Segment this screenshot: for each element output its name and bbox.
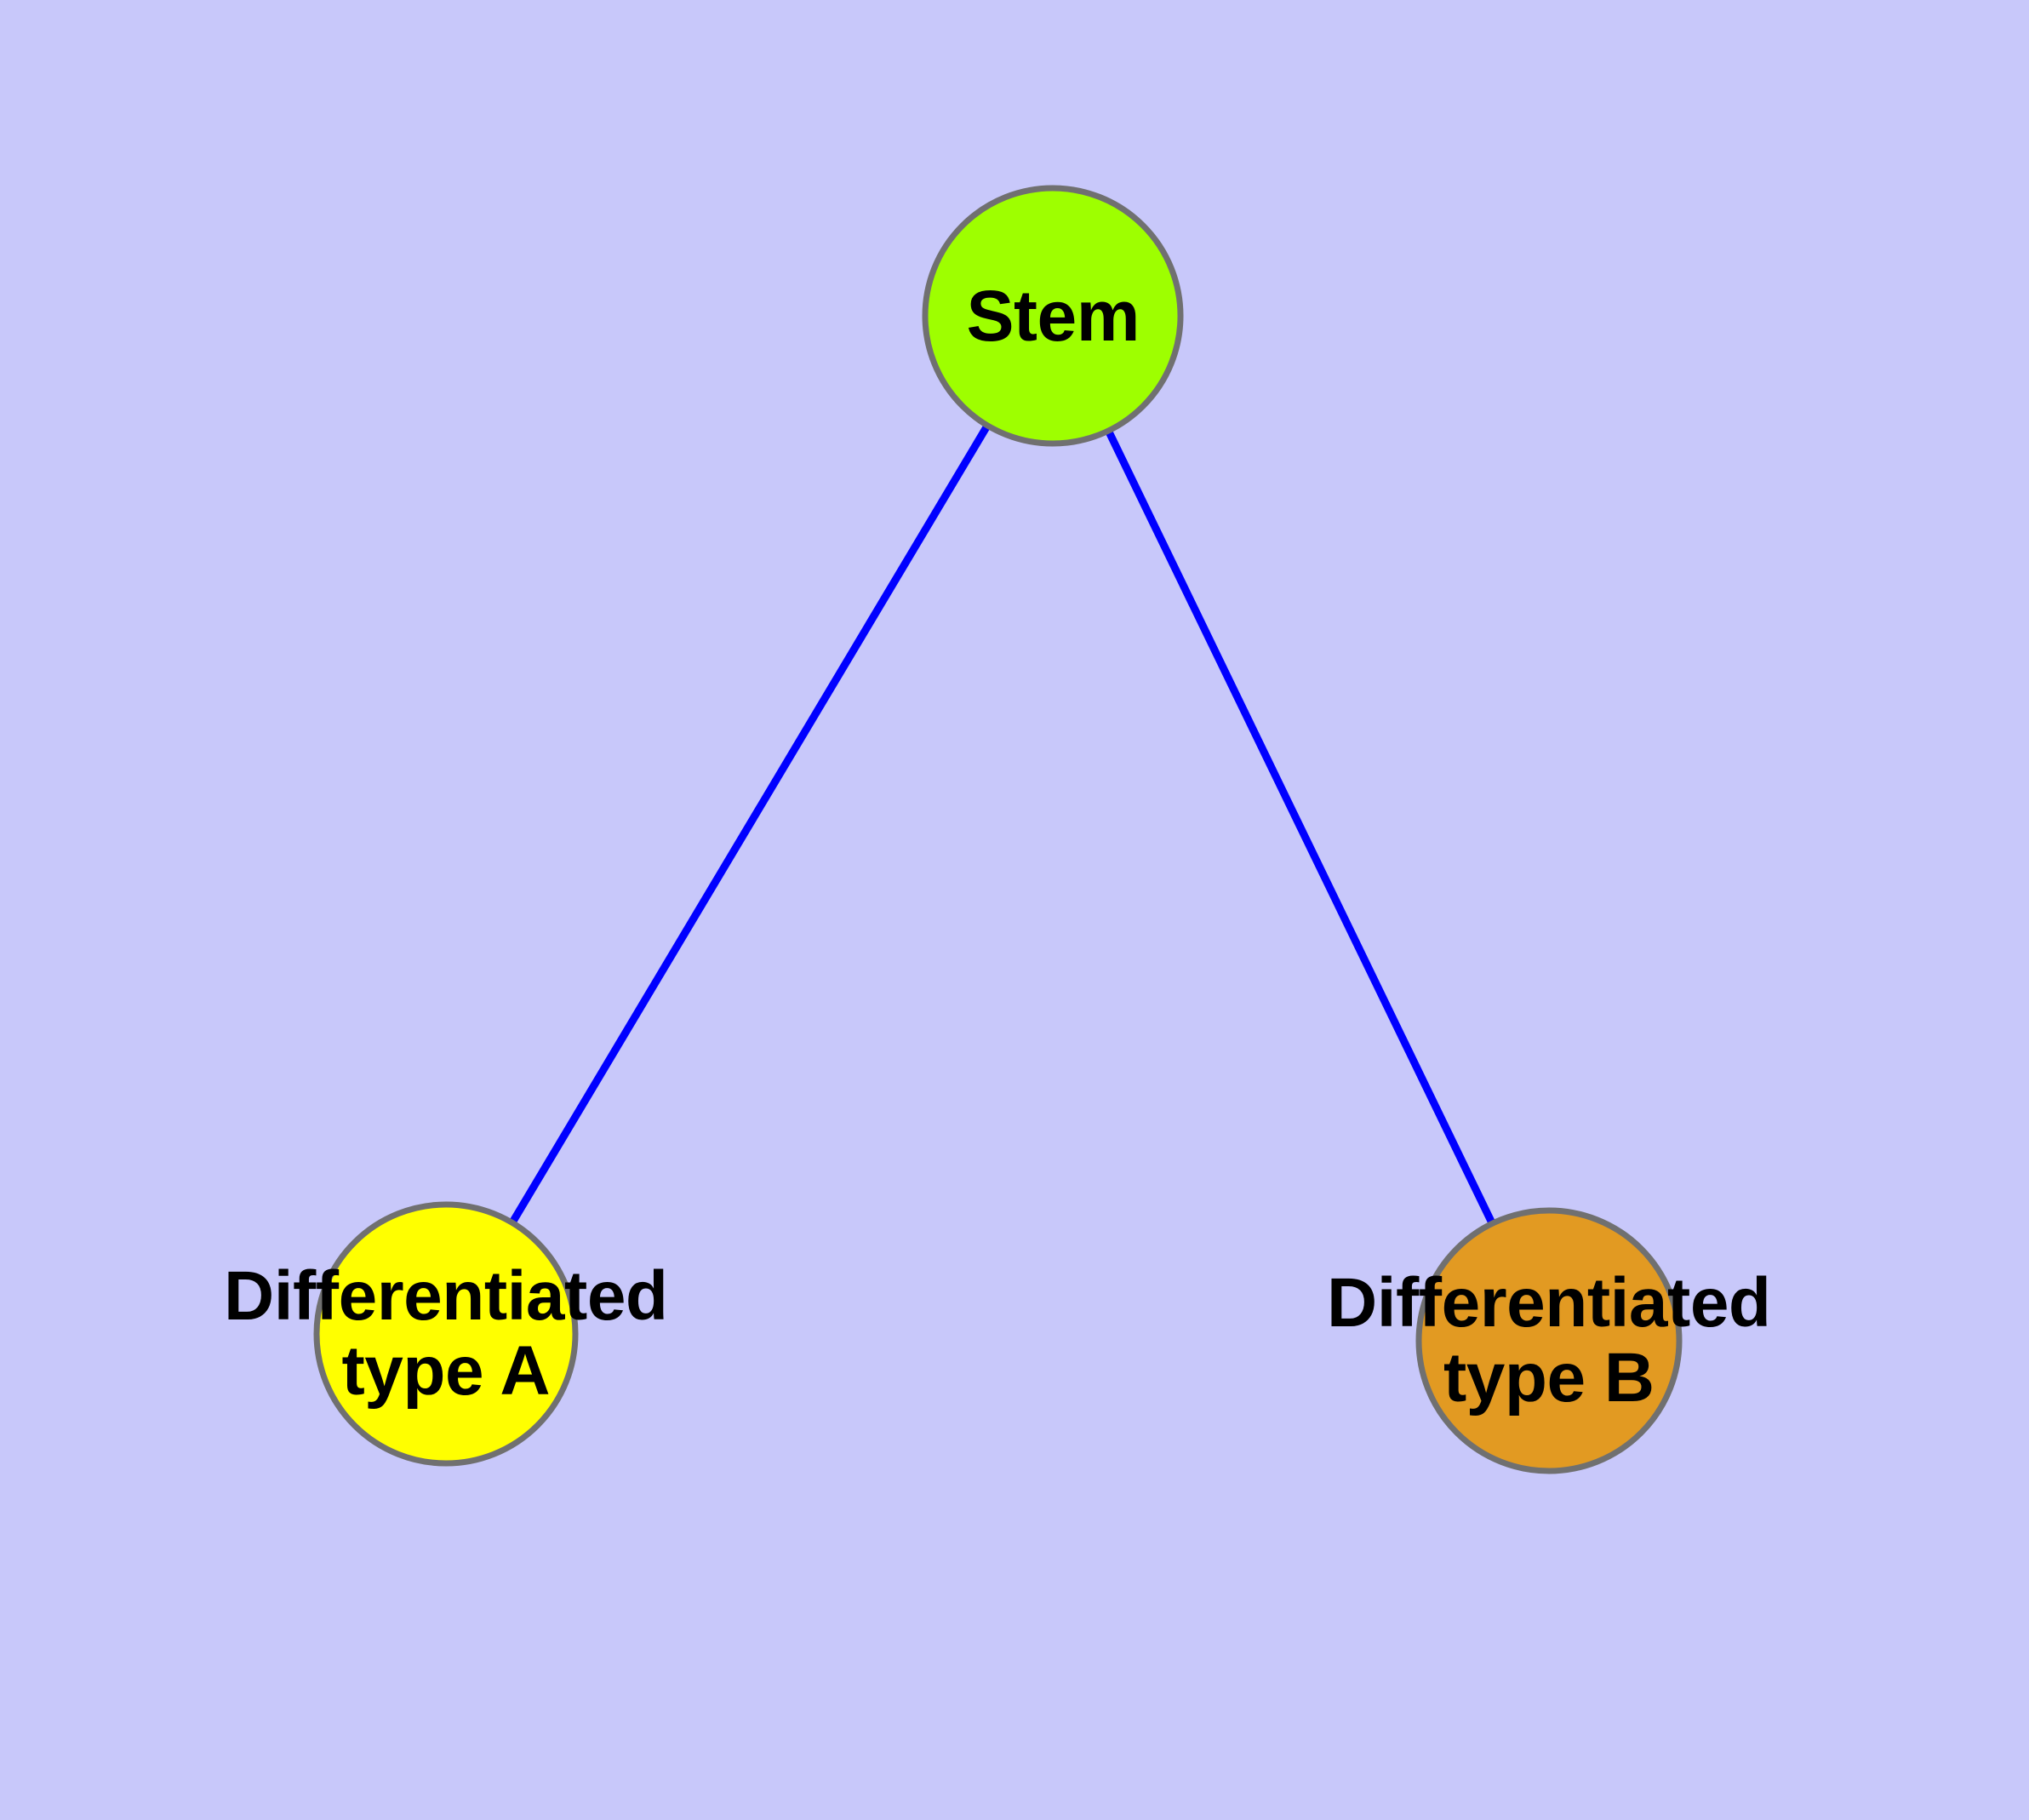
graph-node-diff_b[interactable] — [1415, 1207, 1683, 1474]
graph-node-diff_a[interactable] — [313, 1201, 579, 1467]
graph-edge — [443, 313, 1056, 1336]
nodes-layer — [313, 185, 1683, 1474]
graph-edge — [1049, 314, 1553, 1342]
graph-node-stem[interactable] — [922, 185, 1184, 447]
edges-layer — [443, 313, 1553, 1342]
